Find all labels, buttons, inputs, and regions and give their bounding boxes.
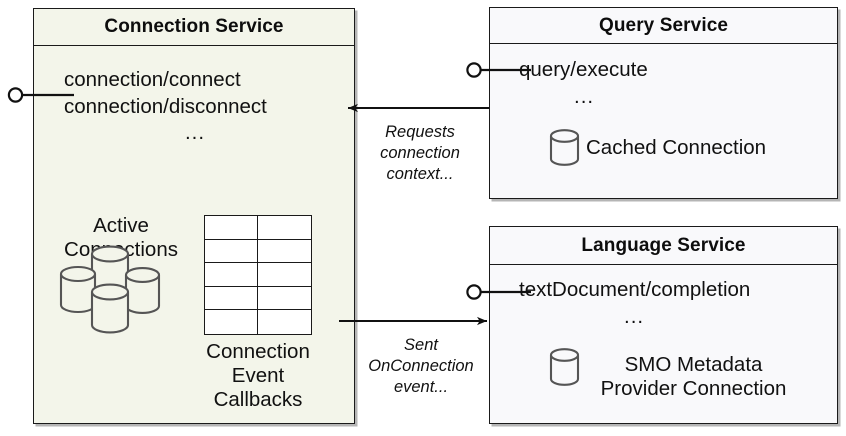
table-cell [205,216,258,240]
endpoint-connection-connect[interactable]: connection/connect [64,68,241,91]
part-label-smo-metadata-line1: SMO Metadata [624,353,763,376]
connector-caption-requests-connection-context: Requests connection context... [366,122,474,184]
service-box-language-service[interactable]: Language Service textDocument/completion… [489,226,838,424]
table-cell [205,286,258,311]
service-title-query-service: Query Service [490,8,837,44]
service-body-connection-service: connection/connect connection/disconnect… [34,46,354,423]
table-grid-icon [204,215,312,335]
connector-caption-requests-line1: Requests [385,123,455,141]
table-cell [258,286,311,311]
part-label-connection-event-callbacks: Connection Event Callbacks [188,340,328,411]
part-label-connection-event-callbacks-line1: Connection [206,340,310,363]
service-title-connection-service: Connection Service [34,9,354,46]
part-label-smo-metadata-line2: Provider Connection [600,376,787,400]
part-label-connection-event-callbacks-line3: Callbacks [213,387,303,411]
part-label-active-connections-line2: Connections [64,237,178,261]
endpoint-textdocument-completion[interactable]: textDocument/completion [519,278,751,301]
part-label-smo-metadata-provider-connection: SMO Metadata Provider Connection [586,353,801,401]
table-cell [258,216,311,240]
service-title-language-service: Language Service [490,227,837,265]
service-box-query-service[interactable]: Query Service query/execute ... Cached C… [489,7,838,199]
endpoint-connection-disconnect[interactable]: connection/disconnect [64,94,267,118]
table-cell [258,310,311,334]
table-cell [258,263,311,287]
endpoint-ellipsis-connection-service: ... [184,121,206,145]
endpoint-list-language-service: textDocument/completion ... [519,277,819,330]
endpoint-list-query-service: query/execute ... [519,57,749,110]
table-cell [258,239,311,264]
service-body-query-service: query/execute ... Cached Connection [490,44,837,197]
table-cell [205,239,258,264]
connector-caption-sent-line3: event... [393,377,449,396]
table-cell [205,310,258,334]
endpoint-ellipsis-language-service: ... [624,304,645,328]
endpoint-query-execute[interactable]: query/execute [519,58,648,81]
connector-caption-sent-line2: OnConnection [368,356,474,375]
connector-caption-requests-line3: context... [386,164,454,183]
connector-caption-sent-line1: Sent [404,336,438,354]
part-label-connection-event-callbacks-line2: Event [231,363,285,387]
part-label-cached-connection: Cached Connection [586,136,766,160]
connector-caption-requests-line2: connection [380,143,460,162]
service-body-language-service: textDocument/completion ... SMO Metadata… [490,265,837,423]
connector-caption-sent-onconnection-event: Sent OnConnection event... [360,335,482,397]
table-cell [205,263,258,287]
part-label-active-connections: Active Connections [45,214,197,262]
endpoint-ellipsis-query-service: ... [574,84,595,108]
part-label-cached-connection-line1: Cached Connection [586,136,767,159]
service-box-connection-service[interactable]: Connection Service connection/connect co… [33,8,355,424]
part-label-active-connections-line1: Active [93,214,149,237]
endpoint-list-connection-service: connection/connect connection/disconnect… [64,67,326,147]
